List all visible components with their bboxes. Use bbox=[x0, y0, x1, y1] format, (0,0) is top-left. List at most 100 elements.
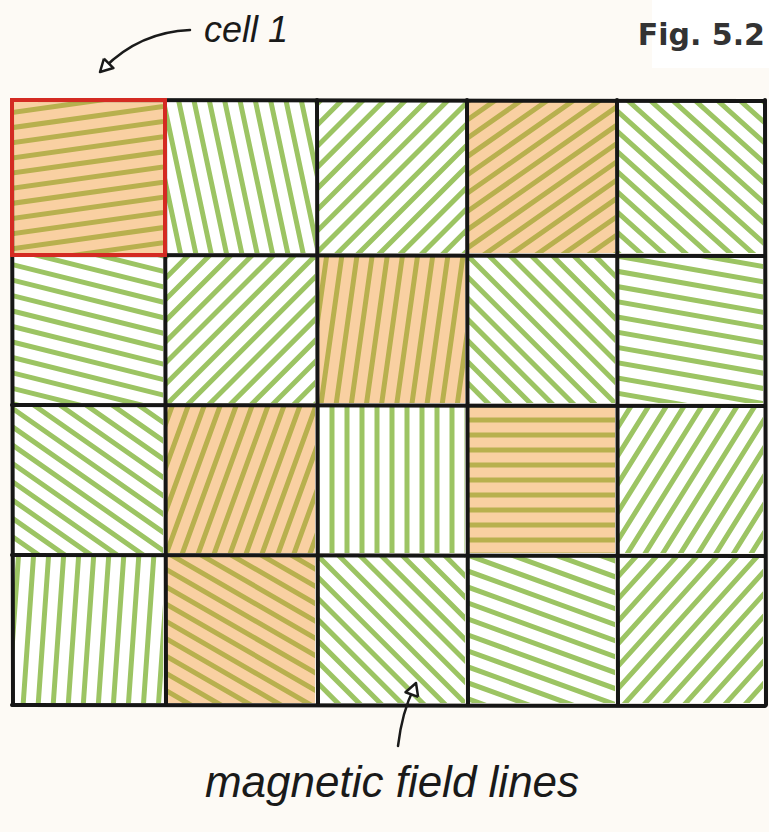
field-line bbox=[154, 557, 163, 703]
field-line bbox=[469, 312, 560, 403]
field-line bbox=[167, 102, 180, 253]
field-line bbox=[281, 407, 315, 553]
field-line bbox=[522, 226, 615, 253]
field-line bbox=[253, 407, 315, 553]
field-line bbox=[619, 396, 763, 403]
field-cell bbox=[167, 257, 315, 403]
field-line bbox=[345, 407, 350, 553]
field-line bbox=[319, 557, 465, 703]
field-line bbox=[50, 557, 68, 703]
field-line bbox=[404, 257, 440, 403]
grid-border bbox=[12, 100, 766, 706]
field-line bbox=[353, 139, 465, 253]
field-cell bbox=[619, 102, 763, 253]
field-line bbox=[319, 102, 452, 238]
field-line bbox=[309, 407, 315, 553]
field-line bbox=[698, 417, 763, 553]
grid-line bbox=[317, 100, 318, 705]
field-line bbox=[14, 371, 163, 403]
field-line bbox=[167, 656, 301, 703]
field-cell bbox=[619, 407, 763, 553]
field-line bbox=[625, 102, 763, 231]
field-line bbox=[16, 407, 163, 505]
field-line bbox=[619, 169, 717, 253]
field-line bbox=[469, 478, 615, 483]
field-line bbox=[319, 665, 357, 703]
field-line bbox=[469, 355, 517, 403]
field-cell bbox=[319, 407, 465, 553]
grid-line bbox=[12, 405, 765, 406]
field-line bbox=[35, 557, 53, 703]
grid-line bbox=[765, 100, 766, 705]
field-cell bbox=[167, 407, 315, 553]
field-line bbox=[319, 655, 367, 703]
field-line bbox=[435, 407, 440, 553]
field-line bbox=[465, 407, 466, 553]
field-line bbox=[139, 557, 157, 703]
field-line bbox=[79, 557, 97, 703]
leader-line bbox=[104, 30, 190, 68]
field-cell bbox=[167, 102, 315, 253]
field-line bbox=[364, 149, 465, 253]
field-line bbox=[14, 557, 23, 703]
field-line bbox=[487, 177, 615, 253]
field-line bbox=[619, 191, 697, 253]
field-line bbox=[469, 463, 615, 468]
field-line bbox=[448, 257, 465, 403]
field-line bbox=[167, 617, 315, 703]
field-line bbox=[14, 386, 163, 403]
field-line bbox=[396, 181, 465, 253]
field-line bbox=[14, 491, 135, 553]
field-line bbox=[513, 214, 615, 253]
field-line bbox=[319, 602, 420, 703]
field-line bbox=[245, 334, 315, 403]
field-line bbox=[64, 557, 82, 703]
field-line bbox=[319, 612, 410, 703]
field-line bbox=[749, 449, 763, 553]
field-cell bbox=[167, 557, 315, 703]
field-line bbox=[724, 433, 763, 553]
field-line bbox=[375, 407, 380, 553]
field-line bbox=[167, 669, 294, 703]
field-line bbox=[469, 323, 549, 403]
field-line bbox=[469, 553, 615, 554]
field-line bbox=[14, 407, 163, 542]
field-line bbox=[619, 202, 687, 253]
field-line bbox=[14, 541, 100, 553]
field-line bbox=[686, 409, 763, 553]
field-cell bbox=[319, 257, 465, 403]
field-line bbox=[619, 557, 763, 703]
field-cell bbox=[14, 407, 163, 553]
field-line bbox=[469, 656, 615, 703]
field-cell bbox=[619, 557, 763, 703]
field-line bbox=[389, 257, 425, 403]
cell-label: cell 1 bbox=[204, 9, 288, 51]
field-cell bbox=[469, 257, 615, 403]
field-line bbox=[469, 102, 614, 203]
field-line bbox=[469, 344, 528, 403]
field-line bbox=[167, 407, 173, 553]
field-line bbox=[14, 553, 92, 554]
field-line bbox=[276, 365, 315, 403]
field-line bbox=[619, 381, 763, 403]
field-line bbox=[332, 557, 465, 690]
field-line bbox=[619, 557, 745, 696]
field-pointer bbox=[398, 683, 418, 746]
field-line bbox=[319, 557, 465, 703]
field-line bbox=[539, 250, 615, 253]
grid-line bbox=[467, 100, 468, 705]
grid-line bbox=[12, 705, 765, 706]
field-line bbox=[420, 407, 425, 553]
grid-line bbox=[12, 555, 765, 556]
field-line bbox=[273, 102, 315, 253]
field-cell bbox=[619, 257, 763, 403]
field-line bbox=[469, 493, 615, 498]
field-cell bbox=[14, 557, 163, 703]
field-line bbox=[660, 584, 763, 703]
field-line bbox=[124, 557, 142, 703]
field-line bbox=[427, 213, 465, 253]
field-line bbox=[738, 654, 763, 703]
field-line bbox=[619, 135, 747, 253]
field-line bbox=[266, 355, 315, 403]
